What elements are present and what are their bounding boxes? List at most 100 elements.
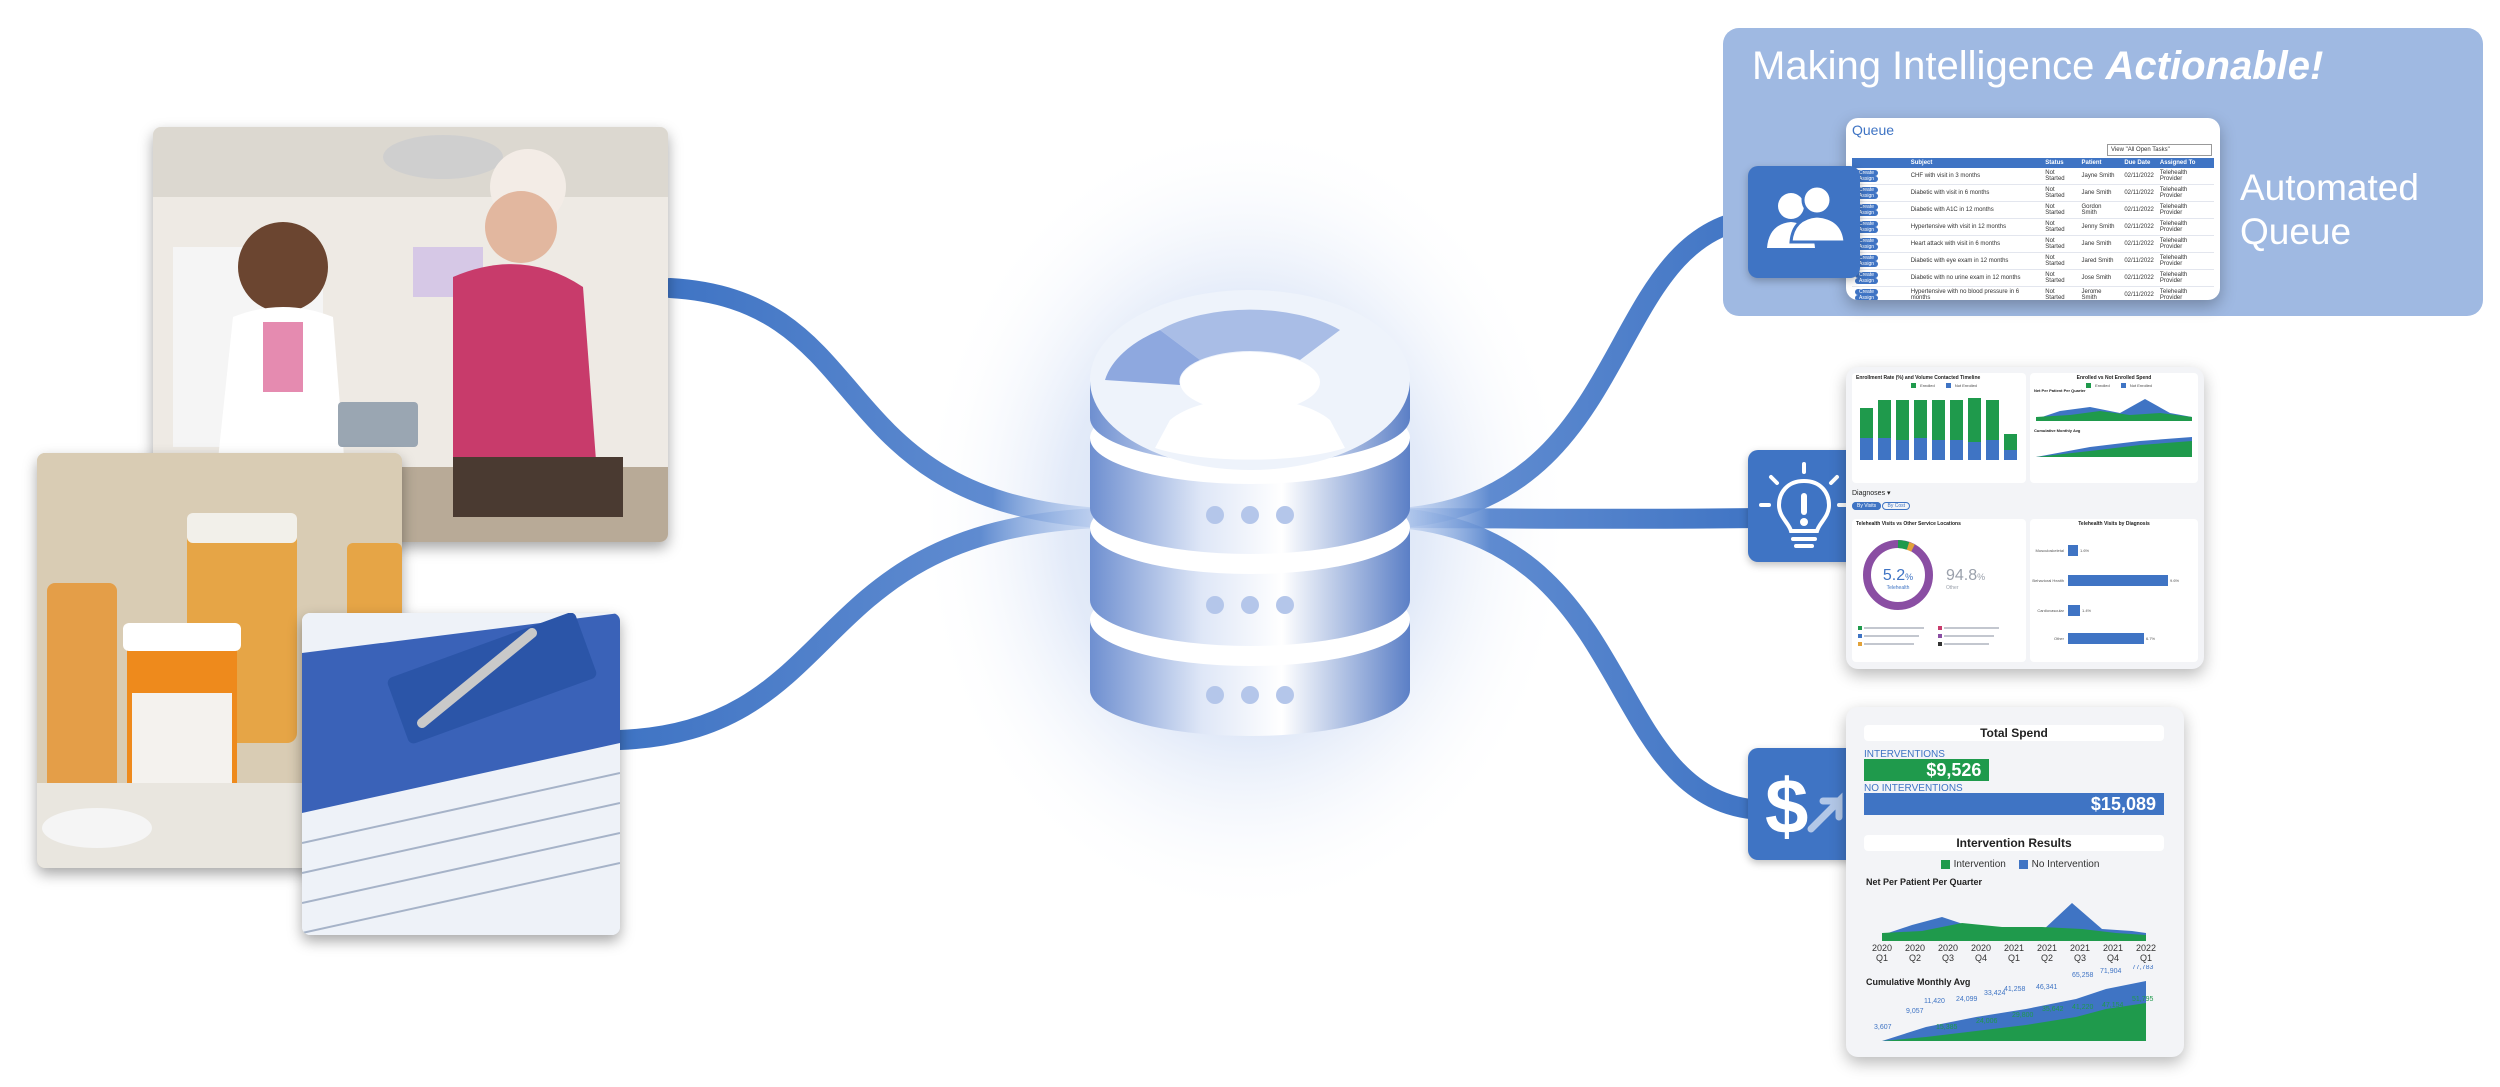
cumulative-label-no-intervention: 41,258 [2004,986,2026,993]
enrollment-bar-blue [1950,440,1963,461]
create-button[interactable]: Create [1855,255,1879,261]
headline: Making Intelligence Actionable! [1752,44,2323,89]
spend-compare-panel: Enrolled vs Not Enrolled Spend Enrolled … [2030,373,2198,483]
queue-actions-cell: CreateAssign [1852,235,1908,253]
assign-button[interactable]: Assign [1855,227,1879,233]
enrollment-bar-blue [2004,450,2017,461]
assign-button[interactable]: Assign [1855,193,1879,199]
interventions-label: INTERVENTIONS [1864,749,1945,760]
enrollment-bar-blue [1878,438,1891,461]
ribbon-right-top [1390,208,1770,528]
telehealth-donut-panel: Telehealth Visits vs Other Service Locat… [1852,519,2026,662]
spend-sub1: Net Per Patient Per Quarter [2034,388,2086,394]
queue-cell-due: 02/11/2022 [2121,168,2157,185]
cumulative-label-no-intervention: 77,783 [2132,965,2154,971]
ribbon-left-top [660,278,1110,528]
queue-cell-subject: Hypertensive with visit in 12 months [1907,218,2043,236]
cumulative-label-no-intervention: 71,904 [2100,968,2122,975]
donut-unit: % [1905,572,1914,582]
create-button[interactable]: Create [1855,187,1879,193]
queue-column-header: Due Date [2121,158,2157,168]
create-button[interactable]: Create [1855,170,1879,176]
queue-cell-patient: Gordon Smith [2078,201,2122,219]
queue-cell-patient: Jayne Smith [2078,168,2122,185]
enrollment-legend-enrolled: Enrolled [1920,383,1935,388]
create-button[interactable]: Create [1855,289,1879,295]
toggle-by-cost[interactable]: By Cost [1882,502,1910,510]
lightbulb-icon [1759,462,1849,548]
assign-button[interactable]: Assign [1855,295,1879,300]
diagnosis-bar-label: Cardiovascular [2037,608,2064,613]
queue-view-select[interactable]: View "All Open Tasks" [2107,144,2212,156]
assign-button[interactable]: Assign [1855,176,1879,182]
enrollment-bar-blue [1914,438,1927,461]
headline-prefix: Making Intelligence [1752,44,2106,88]
no-interventions-label: NO INTERVENTIONS [1864,783,1963,794]
enrollment-bar-blue [1986,440,1999,461]
queue-cell-subject: Hypertensive with no blood pressure in 6… [1907,286,2043,300]
diagnosis-bar [2068,633,2144,644]
other-label: Other [1946,585,1959,591]
queue-cell-patient: Jane Smith [2078,184,2122,202]
assign-button[interactable]: Assign [1855,210,1879,216]
diagnosis-bar-value: 9.6% [2170,578,2180,583]
diagnosis-bar [2068,545,2078,556]
queue-cell-due: 02/11/2022 [2121,269,2157,287]
interventions-bar: $9,526 [1864,759,1990,781]
interventions-value: $9,526 [1926,760,1982,780]
enrollment-bar-green [1950,400,1963,441]
legend-intervention: Intervention [1953,859,2006,870]
assign-button[interactable]: Assign [1855,261,1879,267]
queue-actions-cell: CreateAssign [1852,269,1908,287]
diagnosis-bar-label: Musculoskeletal [2036,548,2065,553]
ribbon-right-bottom [1390,508,1770,820]
diagnoses-select[interactable]: Diagnoses ▾ [1852,490,1891,497]
spend-area-mini [2036,399,2192,422]
enrollment-legend: Enrolled Not Enrolled [1852,383,2026,389]
create-button[interactable]: Create [1855,272,1879,278]
donut-legend-placeholder [1858,626,1999,646]
create-button[interactable]: Create [1855,238,1879,244]
enrollment-panel: Enrollment Rate (%) and Volume Contacted… [1852,373,2026,483]
assign-button[interactable]: Assign [1855,244,1879,250]
queue-cell-subject: Diabetic with no urine exam in 12 months [1907,269,2043,287]
queue-column-header: Patient [2078,158,2122,168]
other-unit: % [1977,572,1986,582]
diagnosis-bar-value: 6.7% [2146,636,2156,641]
dashboard-card: Enrollment Rate (%) and Volume Contacted… [1846,367,2204,669]
toggle-by-visits[interactable]: By Visits [1852,502,1882,510]
queue-row[interactable]: CreateAssign Hypertensive with visit in 1… [1852,218,2214,236]
cumulative-label-intervention: 24,006 [1976,1018,1998,1025]
create-button[interactable]: Create [1855,221,1879,227]
dollar-icon-tile: $ [1748,748,1860,860]
assign-button[interactable]: Assign [1855,278,1879,284]
billing-statement-photo [302,613,620,935]
queue-cell-status: Not Started [2042,235,2079,253]
create-button[interactable]: Create [1855,204,1879,210]
cumulative-label-no-intervention: 46,341 [2036,984,2058,991]
diagnosis-bar-value: 1.4% [2082,608,2092,613]
enrollment-bar-blue [1860,438,1873,461]
queue-cell-assigned: Telehealth Provider [2156,184,2214,202]
enrollment-bar-green [2004,434,2017,451]
enrollment-bar-green [1914,400,1927,439]
donut-value: 5.2 [1882,567,1906,584]
queue-cell-patient: Jose Smith [2078,269,2122,287]
net-per-patient-title: Net Per Patient Per Quarter [1866,877,1983,887]
queue-row[interactable]: CreateAssign Hypertensive with no blood p… [1852,286,2214,300]
cumulative-label-no-intervention: 3,607 [1874,1024,1892,1031]
enrollment-bar-green [1860,408,1873,439]
queue-title: Queue [1852,122,1895,138]
